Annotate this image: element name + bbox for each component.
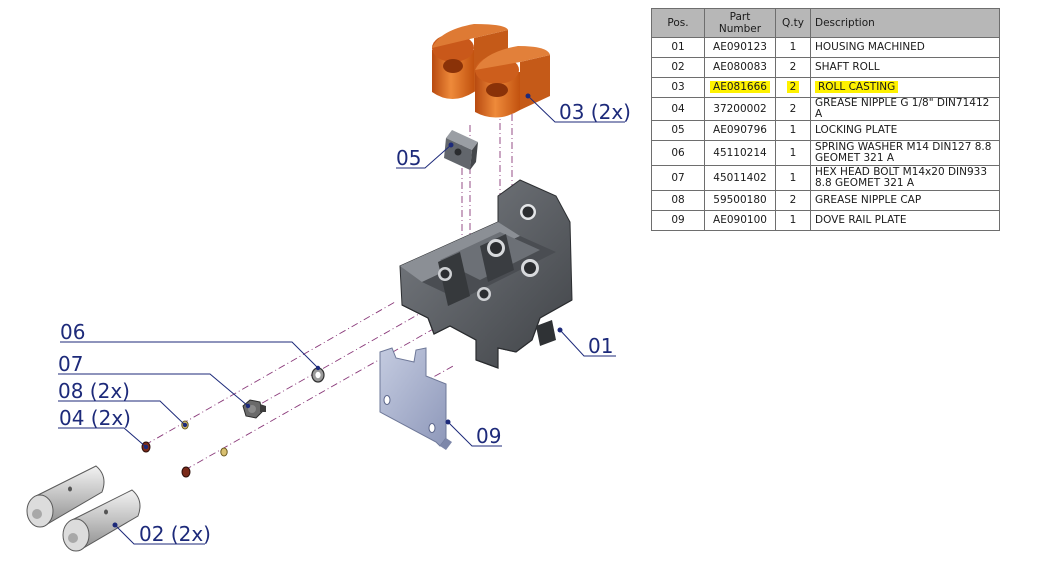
callout-08-label: 08 (2x) bbox=[58, 379, 130, 403]
bom-part-number: AE090100 bbox=[704, 210, 776, 231]
callout-03-label: 03 (2x) bbox=[559, 100, 631, 124]
callout-03: 03 (2x) bbox=[525, 93, 631, 124]
table-row: 06 45110214 1 SPRING WASHER M14 DIN127 8… bbox=[651, 140, 1000, 166]
bom-description: HOUSING MACHINED bbox=[810, 37, 1000, 58]
callout-09: 09 bbox=[445, 419, 502, 448]
callout-05: 05 bbox=[396, 142, 454, 170]
bom-description: SHAFT ROLL bbox=[810, 57, 1000, 78]
table-row: 08 59500180 2 GREASE NIPPLE CAP bbox=[651, 190, 1000, 211]
callout-07: 07 bbox=[58, 352, 251, 409]
bom-part-number: 45110214 bbox=[704, 140, 776, 166]
bom-header-row: Pos. Part Number Q.ty Description bbox=[651, 8, 1000, 38]
bom-qty: 1 bbox=[775, 140, 811, 166]
table-row: 09 AE090100 1 DOVE RAIL PLATE bbox=[651, 210, 1000, 231]
bom-description-highlighted: ROLL CASTING bbox=[815, 81, 899, 93]
housing-part bbox=[399, 179, 573, 369]
dove-rail-plate-part bbox=[379, 347, 452, 450]
bom-description: DOVE RAIL PLATE bbox=[810, 210, 1000, 231]
callout-05-label: 05 bbox=[396, 146, 421, 170]
roll-casting-part bbox=[432, 24, 550, 118]
table-row: 04 37200002 2 GREASE NIPPLE G 1/8" DIN71… bbox=[651, 97, 1000, 121]
callout-07-label: 07 bbox=[58, 352, 83, 376]
callout-01: 01 bbox=[557, 327, 616, 358]
bom-description: GREASE NIPPLE G 1/8" DIN71412 A bbox=[810, 97, 1000, 121]
bom-qty: 1 bbox=[775, 37, 811, 58]
callout-02-label: 02 (2x) bbox=[139, 522, 211, 546]
table-row: 05 AE090796 1 LOCKING PLATE bbox=[651, 120, 1000, 141]
bom-header-pos: Pos. bbox=[651, 8, 705, 38]
table-row: 07 45011402 1 HEX HEAD BOLT M14x20 DIN93… bbox=[651, 165, 1000, 191]
bom-description: SPRING WASHER M14 DIN127 8.8 GEOMET 321 … bbox=[810, 140, 1000, 166]
callout-01-label: 01 bbox=[588, 334, 613, 358]
bom-description: LOCKING PLATE bbox=[810, 120, 1000, 141]
shaft-roll-part bbox=[26, 465, 141, 552]
bom-qty: 2 bbox=[775, 57, 811, 78]
exploded-assembly-drawing: 01 02 (2x) 03 (2x) 04 (2x) 05 06 07 08 (… bbox=[26, 24, 631, 552]
bom-description: HEX HEAD BOLT M14x20 DIN933 8.8 GEOMET 3… bbox=[810, 165, 1000, 191]
bom-part-number: AE090123 bbox=[704, 37, 776, 58]
table-row: 01 AE090123 1 HOUSING MACHINED bbox=[651, 37, 1000, 58]
locking-plate-part bbox=[444, 130, 478, 170]
bom-qty: 1 bbox=[775, 165, 811, 191]
table-row: 02 AE080083 2 SHAFT ROLL bbox=[651, 57, 1000, 78]
grease-nipple-part bbox=[141, 441, 191, 478]
callout-06: 06 bbox=[60, 320, 321, 371]
bom-pos: 06 bbox=[651, 140, 705, 166]
bom-pos: 09 bbox=[651, 210, 705, 231]
bom-part-number: AE090796 bbox=[704, 120, 776, 141]
bom-part-number: 59500180 bbox=[704, 190, 776, 211]
callout-08: 08 (2x) bbox=[58, 379, 188, 428]
bom-pos: 07 bbox=[651, 165, 705, 191]
bom-pos: 04 bbox=[651, 97, 705, 121]
bom-description: GREASE NIPPLE CAP bbox=[810, 190, 1000, 211]
callout-02: 02 (2x) bbox=[112, 522, 211, 546]
bom-part-number-highlighted: AE081666 bbox=[710, 81, 770, 93]
bom-qty: 1 bbox=[775, 120, 811, 141]
callout-04: 04 (2x) bbox=[58, 406, 149, 450]
bom-qty: 1 bbox=[775, 210, 811, 231]
callout-04-label: 04 (2x) bbox=[59, 406, 131, 430]
bom-header-part-number: Part Number bbox=[704, 8, 776, 38]
bom-pos: 08 bbox=[651, 190, 705, 211]
bom-pos: 02 bbox=[651, 57, 705, 78]
spring-washer-part bbox=[311, 367, 325, 383]
bom-pos: 01 bbox=[651, 37, 705, 58]
grease-nipple-cap-part bbox=[181, 420, 228, 457]
bom-header-description: Description bbox=[810, 8, 1000, 38]
bom-qty: 2 bbox=[775, 190, 811, 211]
bill-of-materials-table: Pos. Part Number Q.ty Description 01 AE0… bbox=[651, 8, 1000, 231]
bom-qty: 2 bbox=[775, 97, 811, 121]
callout-09-label: 09 bbox=[476, 424, 501, 448]
bom-qty-highlighted: 2 bbox=[786, 81, 800, 93]
bom-pos: 03 bbox=[651, 77, 705, 98]
bom-part-number: 37200002 bbox=[704, 97, 776, 121]
bom-pos: 05 bbox=[651, 120, 705, 141]
callout-06-label: 06 bbox=[60, 320, 85, 344]
bom-header-qty: Q.ty bbox=[775, 8, 811, 38]
bom-part-number: AE080083 bbox=[704, 57, 776, 78]
bom-part-number: 45011402 bbox=[704, 165, 776, 191]
table-row-highlighted: 03 AE081666 2 ROLL CASTING bbox=[651, 77, 1000, 98]
